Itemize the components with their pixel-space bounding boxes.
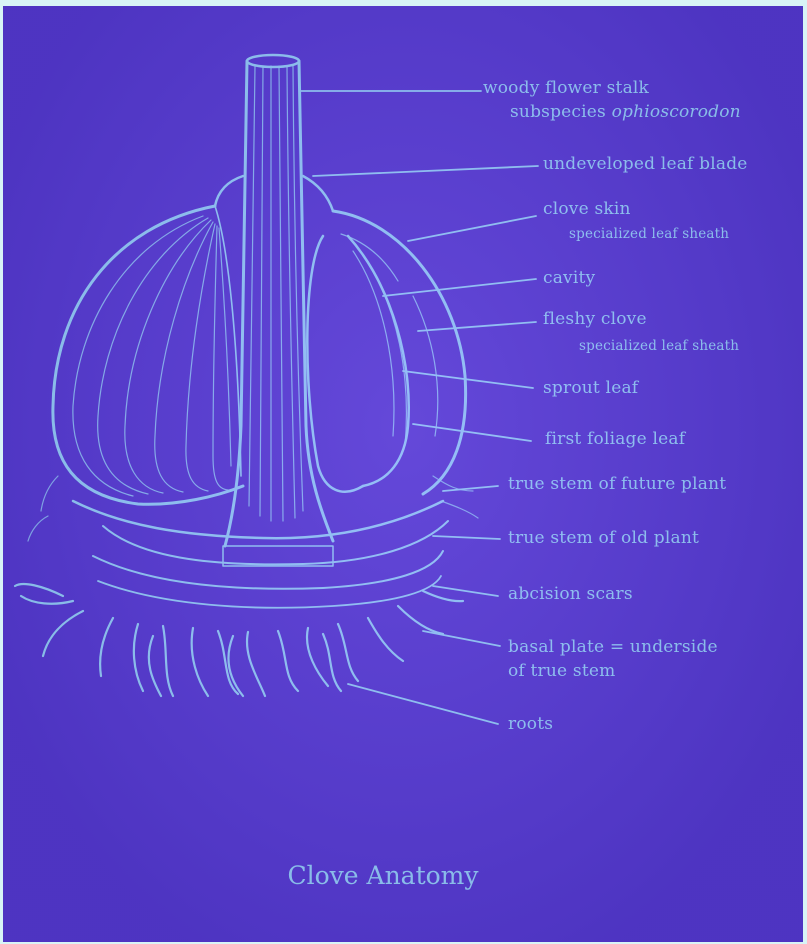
fleshy-clove-outline (307, 236, 363, 492)
diagram-caption: Clove Anatomy (3, 861, 763, 890)
clove-skin-outline (333, 211, 466, 494)
label-cavity: cavity (543, 268, 595, 288)
label-fleshy-clove: fleshy clove (543, 309, 647, 329)
label-basal-plate-1: basal plate = underside (508, 637, 718, 657)
label-abcision-scars: abcision scars (508, 584, 633, 604)
label-subspecies: subspecies ophioscorodon (510, 102, 741, 122)
diagram-slide: woody flower stalk subspecies ophioscoro… (3, 6, 803, 942)
flower-stalk (225, 61, 247, 546)
label-clove-skin: clove skin (543, 199, 631, 219)
label-fleshy-clove-note: specialized leaf sheath (579, 338, 739, 354)
basal-plate (73, 501, 443, 538)
label-woody-flower-stalk: woody flower stalk (483, 78, 649, 98)
label-subspecies-prefix: subspecies (510, 102, 606, 122)
leader-lines (301, 91, 538, 724)
label-true-stem-old: true stem of old plant (508, 528, 699, 548)
label-roots: roots (508, 714, 553, 734)
label-sprout-leaf: sprout leaf (543, 378, 638, 398)
label-true-stem-future: true stem of future plant (508, 474, 726, 494)
roots (15, 584, 463, 696)
label-subspecies-name: ophioscorodon (612, 102, 741, 122)
label-basal-plate-2: of true stem (508, 661, 615, 681)
label-clove-skin-note: specialized leaf sheath (569, 226, 729, 242)
label-first-foliage-leaf: first foliage leaf (545, 429, 685, 449)
label-undeveloped-leaf-blade: undeveloped leaf blade (543, 154, 748, 174)
